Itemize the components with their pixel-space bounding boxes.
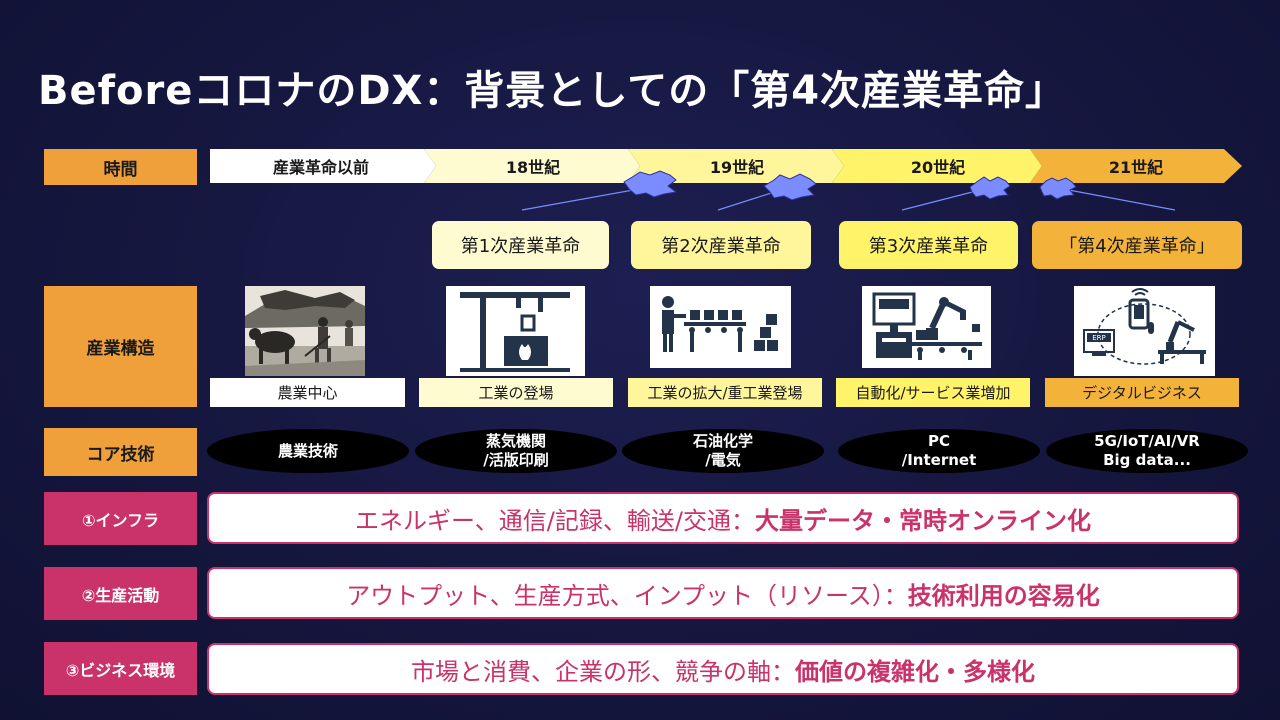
revolution-burst-4 [1040, 178, 1076, 199]
erp-label: ERP [1092, 334, 1106, 342]
impact-production-highlight: 技術利用の容易化 [908, 576, 1100, 611]
impact-infra-highlight: 大量データ・常時オンライン化 [755, 501, 1091, 536]
revolution-burst-3 [970, 177, 1010, 199]
core-tech-2-line2: /活版印刷 [483, 451, 548, 470]
impact-business: 市場と消費、企業の形、競争の軸：価値の複雑化・多様化 [207, 643, 1239, 695]
core-tech-2-line1: 蒸気機関 [486, 432, 546, 451]
revolution-3: 第3次産業革命 [839, 221, 1018, 269]
impact-business-highlight: 価値の複雑化・多様化 [795, 652, 1035, 687]
core-tech-2: 蒸気機関 /活版印刷 [415, 429, 617, 473]
structure-caption-2: 工業の登場 [419, 378, 613, 407]
robot-arm-automation-icon [862, 286, 991, 368]
impact-infra-text: エネルギー、通信/記録、輸送/交通： [355, 501, 755, 536]
revolution-2: 第2次産業革命 [631, 221, 811, 269]
revolution-burst-2 [764, 174, 816, 200]
farming-illustration [245, 286, 365, 376]
connector-line-4 [1058, 188, 1175, 210]
structure-caption-1: 農業中心 [210, 378, 405, 407]
core-tech-4-line2: /Internet [902, 451, 977, 470]
core-tech-3-line2: /電気 [705, 451, 740, 470]
core-tech-1: 農業技術 [207, 429, 409, 473]
core-tech-4-line1: PC [928, 432, 950, 451]
impact-production: アウトプット、生産方式、インプット（リソース）：技術利用の容易化 [207, 567, 1239, 619]
structure-caption-4: 自動化/サービス業増加 [836, 378, 1030, 407]
digital-erp-robot-icon: ERP [1074, 286, 1215, 376]
impact-production-text: アウトプット、生産方式、インプット（リソース）： [346, 576, 908, 611]
impact-business-text: 市場と消費、企業の形、競争の軸： [411, 652, 795, 687]
conveyor-workers-icon [650, 286, 791, 368]
core-tech-3: 石油化学 /電気 [622, 429, 824, 473]
core-tech-5-line1: 5G/IoT/AI/VR [1094, 432, 1200, 451]
core-tech-5-line2: Big data... [1103, 451, 1191, 470]
revolution-4: 「第4次産業革命」 [1032, 221, 1242, 269]
core-tech-1-line1: 農業技術 [278, 442, 338, 461]
structure-caption-3: 工業の拡大/重工業登場 [628, 378, 822, 407]
revolution-1: 第1次産業革命 [432, 221, 609, 269]
factory-furnace-icon [446, 286, 585, 376]
core-tech-4: PC /Internet [838, 429, 1040, 473]
structure-caption-5: デジタルビジネス [1045, 378, 1239, 407]
core-tech-5: 5G/IoT/AI/VR Big data... [1046, 429, 1248, 473]
revolution-burst-1 [624, 171, 676, 197]
core-tech-3-line1: 石油化学 [693, 432, 753, 451]
impact-infra: エネルギー、通信/記録、輸送/交通：大量データ・常時オンライン化 [207, 492, 1239, 544]
